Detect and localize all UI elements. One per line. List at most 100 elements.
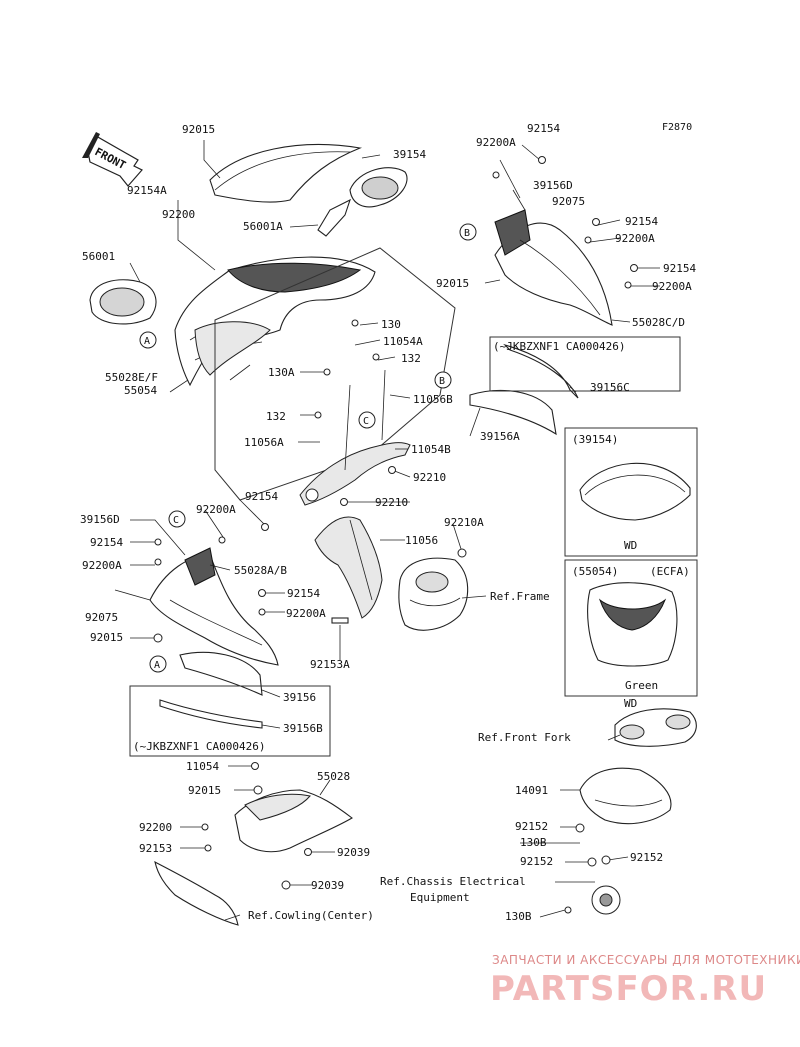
jkbz-box-top: [489, 336, 681, 392]
label-14091: 14091: [515, 784, 548, 797]
front-arrow-icon: FRONT: [82, 132, 143, 187]
label-92200a-tr: 92200A: [476, 136, 516, 149]
label-39156c: 39156C: [590, 381, 630, 394]
lower-cowl-55028: [234, 789, 353, 853]
stay-bracket-11054b: [299, 369, 411, 506]
panel-39156a: [469, 389, 557, 436]
label-92153: 92153: [139, 842, 172, 855]
inset-box-39154: [564, 427, 698, 557]
label-56001a: 56001A: [243, 220, 283, 233]
watermark-subtitle: ЗАПЧАСТИ И АКСЕССУАРЫ ДЛЯ МОТОТЕХНИКИ: [492, 953, 800, 967]
callout-c-left: C: [168, 510, 186, 528]
bracket-11056: [314, 516, 383, 619]
inset-panel-green-wd: [587, 582, 678, 667]
label-ref-frame: Ref.Frame: [490, 590, 550, 603]
label-11056a: 11056A: [244, 436, 284, 449]
label-92200a-l: 92200A: [196, 503, 236, 516]
inset2-ecfa: (ECFA): [650, 565, 690, 578]
label-92200a-l3: 92200A: [286, 607, 326, 620]
label-ref-chassis-1: Ref.Chassis Electrical: [380, 875, 526, 888]
label-ref-front-fork: Ref.Front Fork: [478, 731, 571, 744]
label-jkbz-top: (~JKBZXNF1 CA000426): [493, 340, 625, 353]
horn-part: [591, 885, 621, 915]
label-11056b: 11056B: [413, 393, 453, 406]
label-55028cd: 55028C/D: [632, 316, 685, 329]
inset2-title: (55054): [572, 565, 618, 578]
callout-c-mid: C: [358, 411, 376, 429]
inset1-title: (39154): [572, 433, 618, 446]
label-ref-chassis-2: Equipment: [410, 891, 470, 904]
inset-box-55054: [564, 559, 698, 697]
frame-head: [398, 557, 469, 631]
bracket-group-outline: [214, 247, 456, 501]
label-92039-2: 92039: [311, 879, 344, 892]
svg-text:C: C: [363, 416, 369, 427]
svg-text:B: B: [439, 376, 445, 387]
label-92154-l3: 92154: [287, 587, 320, 600]
callout-b-mid: B: [434, 371, 452, 389]
label-ref-cowling-center: Ref.Cowling(Center): [248, 909, 374, 922]
svg-text:B: B: [464, 228, 470, 239]
mirror-56001a: [317, 167, 408, 237]
label-92200a-r2: 92200A: [615, 232, 655, 245]
label-92152-3: 92152: [630, 851, 663, 864]
label-130b-2: 130B: [505, 910, 532, 923]
svg-text:A: A: [144, 336, 150, 347]
inset2-caption: WD: [624, 697, 637, 710]
jkbz-box-bottom: [129, 685, 331, 757]
label-92154-r3: 92154: [663, 262, 696, 275]
side-cowl-55028cd: [494, 209, 613, 326]
callout-a-left: A: [149, 655, 167, 673]
label-55028ef: 55028E/F: [105, 371, 158, 384]
inset2-green: Green: [625, 679, 658, 692]
label-92153a: 92153A: [310, 658, 350, 671]
label-39156: 39156: [283, 691, 316, 704]
windshield-39154: [209, 143, 363, 203]
inner-panel-55054: [194, 321, 271, 376]
bolt-92153a: [331, 617, 349, 624]
cowling-center: [154, 860, 239, 926]
label-92015-mid: 92015: [436, 277, 469, 290]
label-132-1: 132: [401, 352, 421, 365]
label-92154-r2: 92154: [625, 215, 658, 228]
label-11054: 11054: [186, 760, 219, 773]
callout-a-top: A: [139, 331, 157, 349]
label-130b-1: 130B: [520, 836, 547, 849]
panel-39156: [179, 651, 263, 696]
label-92210a: 92210A: [444, 516, 484, 529]
label-92200: 92200: [162, 208, 195, 221]
label-39156a: 39156A: [480, 430, 520, 443]
label-92015-b: 92015: [188, 784, 221, 797]
callout-b-right: B: [459, 223, 477, 241]
fasteners: [153, 156, 638, 914]
label-132-2: 132: [266, 410, 286, 423]
figure-code: F2870: [662, 122, 692, 133]
label-92015-l: 92015: [90, 631, 123, 644]
trim-39156c: [503, 343, 579, 399]
label-92075-l: 92075: [85, 611, 118, 624]
label-92039-1: 92039: [337, 846, 370, 859]
label-92210-1: 92210: [413, 471, 446, 484]
label-130a: 130A: [268, 366, 295, 379]
side-cowl-55028ab: [149, 547, 279, 666]
mirror-56001: [89, 279, 157, 325]
label-39156b: 39156B: [283, 722, 323, 735]
label-55028ab: 55028A/B: [234, 564, 287, 577]
label-jkbz-bottom: (~JKBZXNF1 CA000426): [133, 740, 265, 753]
label-39154: 39154: [393, 148, 426, 161]
label-92154a: 92154A: [127, 184, 167, 197]
label-39156d-tr: 39156D: [533, 179, 573, 192]
label-92152-2: 92152: [520, 855, 553, 868]
inset1-caption: WD: [624, 539, 637, 552]
label-92152-1: 92152: [515, 820, 548, 833]
label-92210-2: 92210: [375, 496, 408, 509]
label-11056: 11056: [405, 534, 438, 547]
inset-windshield-wd: [579, 462, 691, 521]
label-39156d-l: 39156D: [80, 513, 120, 526]
trim-39156b: [159, 699, 263, 729]
label-130-1: 130: [381, 318, 401, 331]
label-92154-tr: 92154: [527, 122, 560, 135]
front-fork-upper: [614, 708, 697, 747]
